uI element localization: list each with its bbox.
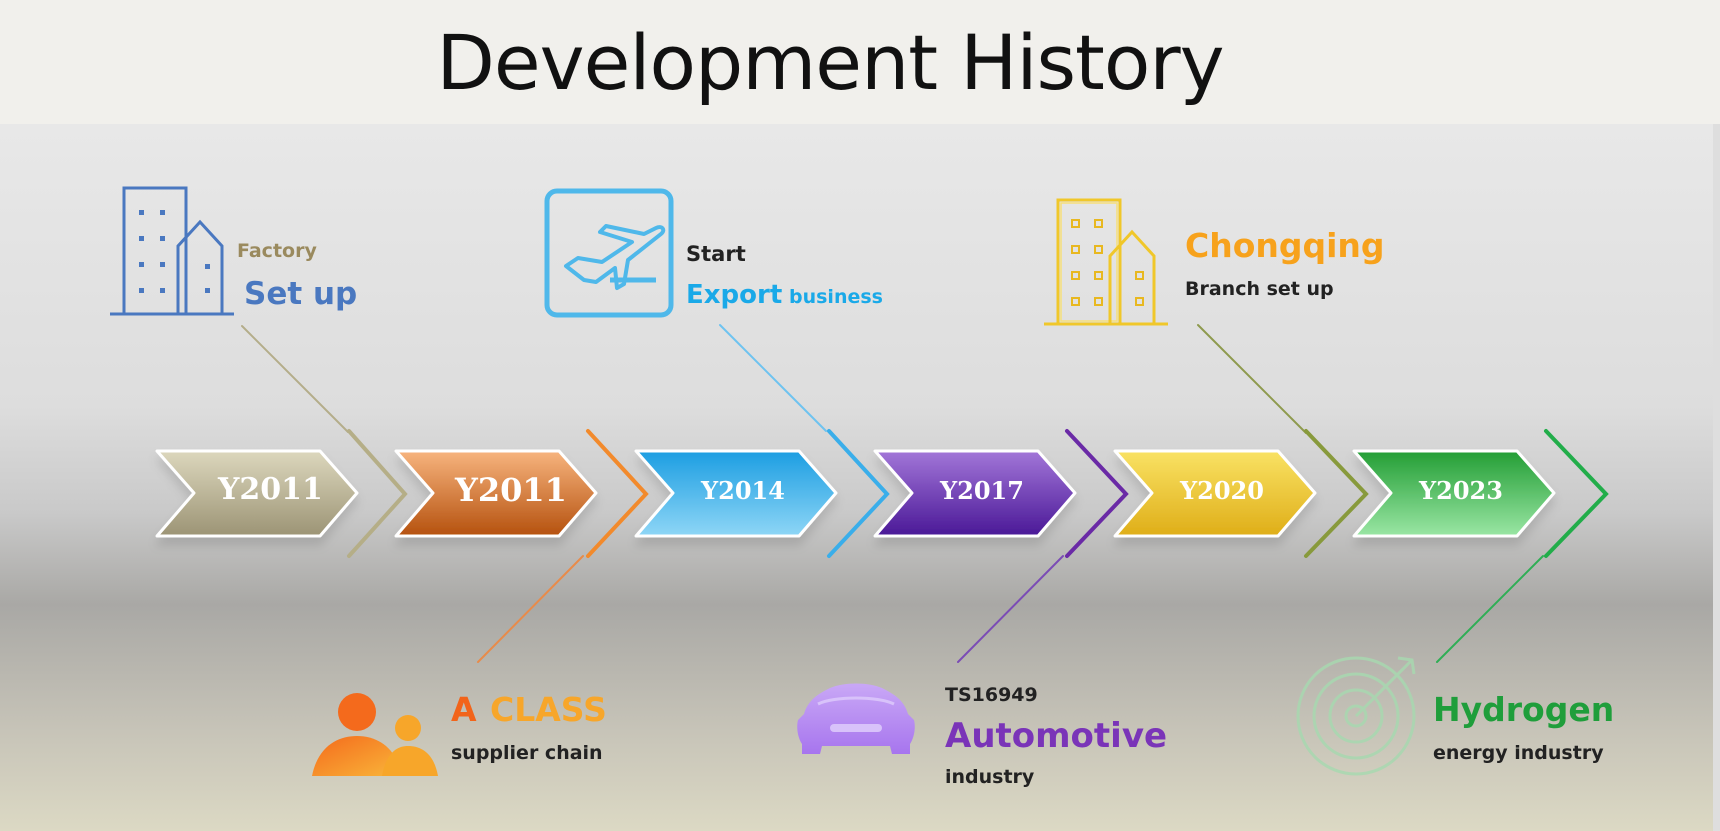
chevron-outline-4: [1065, 429, 1129, 558]
hydrogen-small-label: energy industry: [1433, 742, 1604, 764]
connector-line-chongqing: [1197, 324, 1307, 434]
factory-small-label: Factory: [237, 240, 317, 262]
year-label-5: Y2020: [1180, 476, 1264, 505]
chongqing-small-label: Branch set up: [1185, 278, 1334, 300]
people-icon: [312, 693, 438, 776]
target-icon: [1296, 656, 1416, 776]
chevron-outline-5: [1304, 429, 1369, 558]
year-label-6: Y2023: [1419, 476, 1503, 505]
year-label-2: Y2011: [455, 471, 567, 509]
factory-big-label: Set up: [244, 276, 358, 312]
year-arrow-5: [1113, 449, 1317, 538]
branch-building-icon: [1044, 198, 1168, 326]
year-arrow-2: [394, 449, 598, 538]
chevron-outline-1: [347, 429, 408, 558]
hydrogen-big-label: Hydrogen: [1433, 690, 1615, 729]
year-label-4: Y2017: [940, 476, 1024, 505]
connector-line-export: [719, 324, 827, 432]
automotive-small-label: industry: [945, 766, 1035, 788]
car-icon: [797, 683, 915, 754]
connector-line-aclass: [477, 555, 584, 663]
connector-line-hydrogen: [1436, 555, 1544, 663]
airplane-icon: [544, 188, 674, 318]
chongqing-big-label: Chongqing: [1185, 226, 1385, 265]
year-arrow-6: [1352, 449, 1556, 538]
aclass-small-label: supplier chain: [451, 742, 603, 764]
panel-edge: [1713, 124, 1720, 831]
header: [0, 0, 1720, 124]
automotive-pre-label: TS16949: [945, 684, 1038, 706]
automotive-big-label: Automotive: [945, 716, 1168, 756]
year-label-3: Y2014: [701, 476, 785, 505]
year-arrow-1: [155, 449, 359, 538]
connector-line-factory: [241, 325, 349, 433]
connector-line-automotive: [957, 555, 1064, 663]
chevron-outline-6: [1544, 429, 1609, 558]
export-suffix-label: business: [789, 286, 883, 308]
export-small-label: Start: [686, 242, 746, 266]
chevron-outline-3: [827, 429, 890, 558]
aclass-a-label: A: [451, 690, 477, 729]
chevron-outline-2: [586, 429, 649, 558]
page-title: Development History: [436, 18, 1224, 107]
year-arrow-4: [873, 449, 1077, 538]
building-icon: [110, 186, 234, 316]
year-arrow-3: [634, 449, 838, 538]
aclass-class-label: CLASS: [490, 690, 607, 729]
year-label-1: Y2011: [218, 472, 323, 507]
export-big-label: Export: [686, 280, 783, 310]
